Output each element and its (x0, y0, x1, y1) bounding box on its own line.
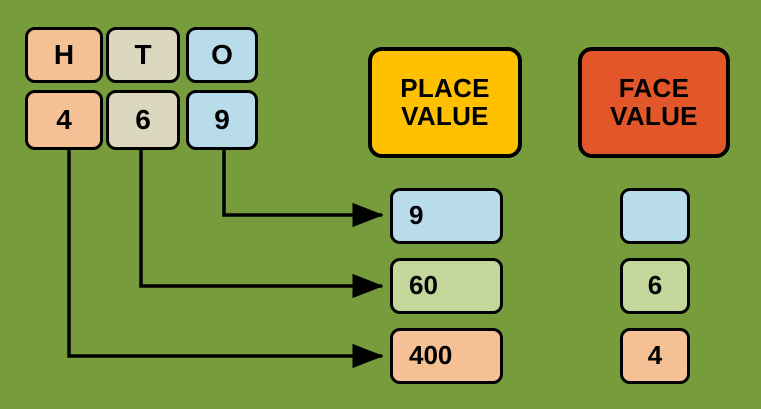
face-value-heading-line2: VALUE (610, 100, 698, 131)
face-value-heading: FACE VALUE (578, 47, 730, 158)
digit-tens: 6 (106, 90, 180, 150)
place-value-ones: 9 (390, 188, 503, 244)
digit-ones: 9 (186, 90, 258, 150)
column-header-ones: O (186, 27, 258, 83)
column-header-tens: T (106, 27, 180, 83)
place-value-tens: 60 (390, 258, 503, 314)
connector-hundreds-to-400 (67, 150, 384, 369)
place-value-heading-line1: PLACE (400, 73, 490, 104)
place-value-heading: PLACE VALUE (368, 47, 522, 158)
connector-ones-to-9 (222, 150, 384, 228)
column-header-hundreds: H (25, 27, 103, 83)
connector-tens-to-60 (139, 150, 384, 299)
face-value-heading-line1: FACE (618, 73, 690, 104)
digit-hundreds: 4 (25, 90, 103, 150)
place-value-hundreds: 400 (390, 328, 503, 384)
face-value-tens: 6 (620, 258, 690, 314)
face-value-ones (620, 188, 690, 244)
place-value-heading-line2: VALUE (401, 100, 489, 131)
face-value-hundreds: 4 (620, 328, 690, 384)
